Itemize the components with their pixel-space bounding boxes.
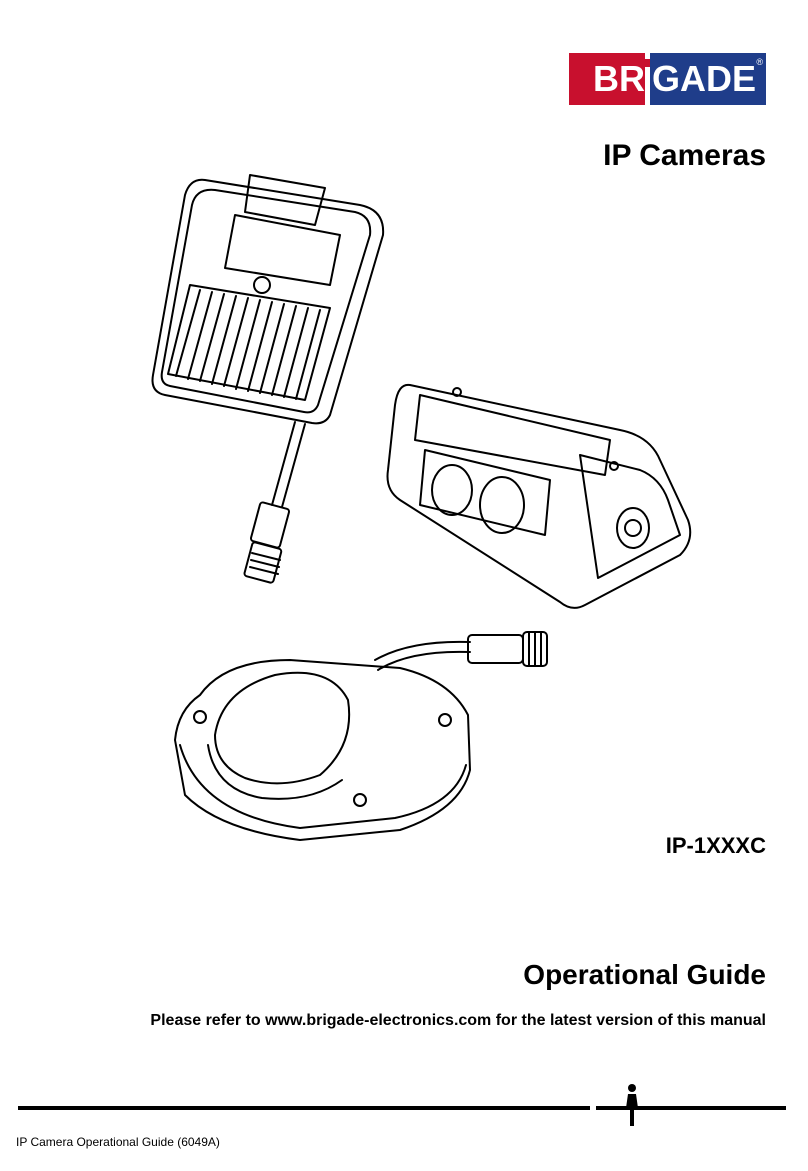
logo-blue-part: GADE ® — [650, 53, 766, 105]
figure-icon — [626, 1084, 638, 1126]
model-number: IP-1XXXC — [665, 833, 766, 858]
box-camera-icon — [151, 174, 385, 584]
logo-i-separator — [645, 53, 650, 105]
footer-text: IP Camera Operational Guide (6049A) — [16, 1135, 220, 1149]
logo-red-part: BR — [569, 53, 645, 105]
refer-text: Please refer to www.brigade-electronics.… — [150, 1012, 766, 1029]
dual-lens-camera-icon — [386, 383, 692, 609]
footer-rule-right — [596, 1106, 786, 1110]
registered-icon: ® — [756, 57, 763, 67]
page-title: IP Cameras — [603, 139, 766, 172]
dome-camera-icon — [174, 631, 548, 841]
brigade-logo: BR GADE ® — [569, 53, 766, 105]
footer-rule-left — [18, 1106, 590, 1110]
guide-heading: Operational Guide — [523, 959, 766, 990]
logo-blue-text: GADE — [652, 58, 757, 99]
